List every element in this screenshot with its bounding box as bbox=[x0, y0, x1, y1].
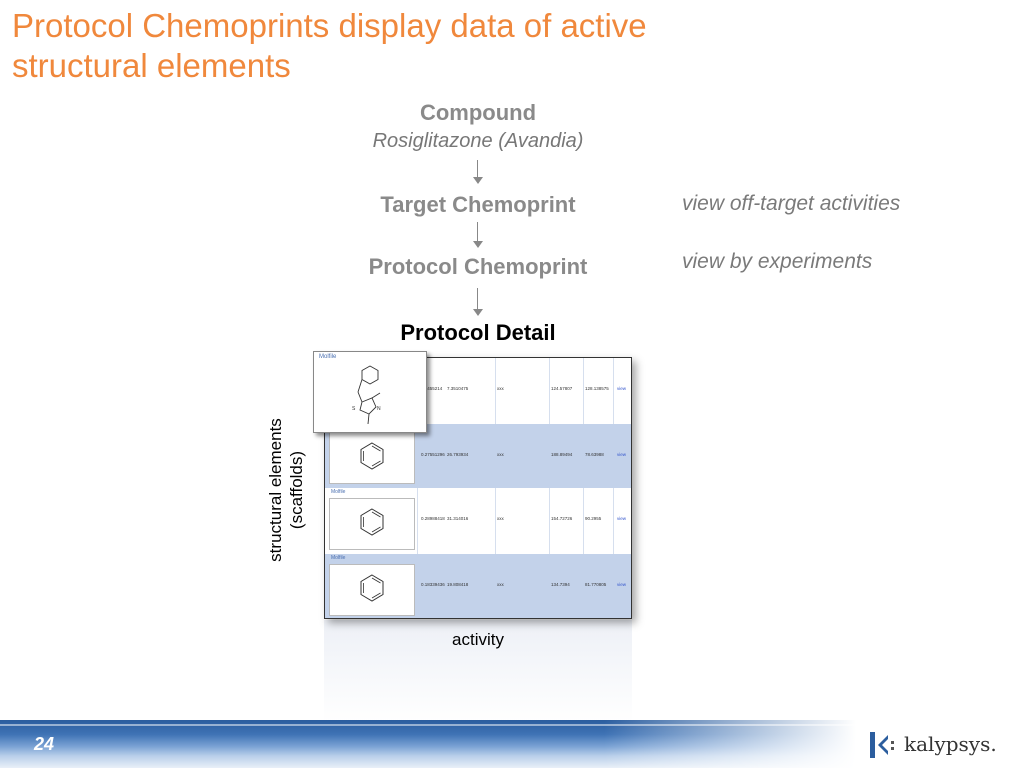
table-row: Molfile 0.28988418 31.314016 xxx 154.727… bbox=[325, 488, 631, 552]
view-link[interactable]: view bbox=[617, 386, 627, 391]
table-cell: xxx bbox=[497, 582, 504, 587]
table-cell: 124.57807 bbox=[551, 386, 573, 391]
table-cell: xxx bbox=[497, 516, 504, 521]
experiments-note: view by experiments bbox=[682, 250, 873, 273]
arrow-down-icon bbox=[472, 288, 484, 316]
table-reflection bbox=[324, 620, 632, 722]
brand-name: kalypsys. bbox=[904, 732, 997, 756]
view-link[interactable]: view bbox=[617, 452, 627, 457]
view-link[interactable]: view bbox=[617, 516, 627, 521]
kalypsys-logo-icon bbox=[870, 732, 894, 758]
table-cell: 128.138575 bbox=[585, 386, 609, 391]
benzene-ring-icon bbox=[360, 442, 384, 470]
table-row: Molfile 0.18339436 19.808418 xxx 134.739… bbox=[325, 554, 631, 618]
svg-text:N: N bbox=[377, 406, 381, 412]
table-cell: 31.314016 bbox=[447, 516, 469, 521]
footer-stripe bbox=[0, 724, 1024, 726]
structure-cell: Molfile bbox=[325, 488, 417, 552]
page-number: 24 bbox=[34, 734, 55, 754]
protocol-detail-label: Protocol Detail bbox=[400, 320, 556, 345]
arrow-down-icon bbox=[472, 160, 484, 184]
structure-cell: Molfile bbox=[325, 554, 417, 618]
structural-elements-line1: structural elements bbox=[266, 418, 285, 562]
structure-cell bbox=[325, 424, 417, 488]
table-cell: 78.63988 bbox=[585, 452, 604, 457]
molfile-tag: Molfile bbox=[331, 555, 346, 561]
table-cell: 7.3510475 bbox=[447, 386, 469, 391]
table-cell: 81.770805 bbox=[585, 582, 607, 587]
footer-fade bbox=[604, 720, 1024, 768]
arrow-down-icon bbox=[472, 222, 484, 248]
thiazolidinedione-structure-icon: S N bbox=[352, 365, 381, 425]
target-chemoprint-label: Target Chemoprint bbox=[380, 192, 576, 217]
table-cell: 0.27551296 bbox=[421, 452, 445, 457]
structure-image bbox=[329, 498, 415, 550]
kalypsys-logo: kalypsys. bbox=[868, 730, 1018, 760]
table-cell: 0.18339436 bbox=[421, 582, 445, 587]
benzene-ring-icon bbox=[360, 574, 384, 602]
svg-text:S: S bbox=[352, 406, 356, 412]
off-target-note: view off-target activities bbox=[682, 192, 901, 215]
benzene-ring-icon bbox=[360, 508, 384, 536]
table-cell: 0.7455214 bbox=[421, 386, 443, 391]
structure-popup[interactable]: Molfile S N bbox=[313, 351, 427, 433]
protocol-chemoprint-label: Protocol Chemoprint bbox=[368, 254, 588, 279]
slide-title: Protocol Chemoprints display data of act… bbox=[12, 7, 647, 84]
table-cell: 0.28988418 bbox=[421, 516, 445, 521]
table-cell: 188.89494 bbox=[551, 452, 573, 457]
molfile-tag: Molfile bbox=[319, 354, 337, 360]
table-cell: 134.7394 bbox=[551, 582, 570, 587]
compound-name: Rosiglitazone (Avandia) bbox=[372, 130, 584, 152]
view-link[interactable]: view bbox=[617, 582, 627, 587]
table-row: 0.27551296 26.793934 xxx 188.89494 78.63… bbox=[325, 424, 631, 488]
structure-image bbox=[329, 564, 415, 616]
compound-label: Compound bbox=[419, 100, 537, 125]
structure-image bbox=[329, 432, 415, 484]
table-cell: xxx bbox=[497, 452, 504, 457]
structural-elements-line2: (scaffolds) bbox=[287, 450, 306, 530]
table-cell: 19.808418 bbox=[447, 582, 469, 587]
table-cell: 90.2955 bbox=[585, 516, 602, 521]
table-cell: 154.72726 bbox=[551, 516, 573, 521]
molfile-tag: Molfile bbox=[331, 489, 346, 495]
activity-label: activity bbox=[452, 630, 504, 649]
table-cell: xxx bbox=[497, 386, 504, 391]
table-cell: 26.793934 bbox=[447, 452, 469, 457]
structural-elements-label: structural elements (scaffolds) bbox=[265, 418, 307, 562]
